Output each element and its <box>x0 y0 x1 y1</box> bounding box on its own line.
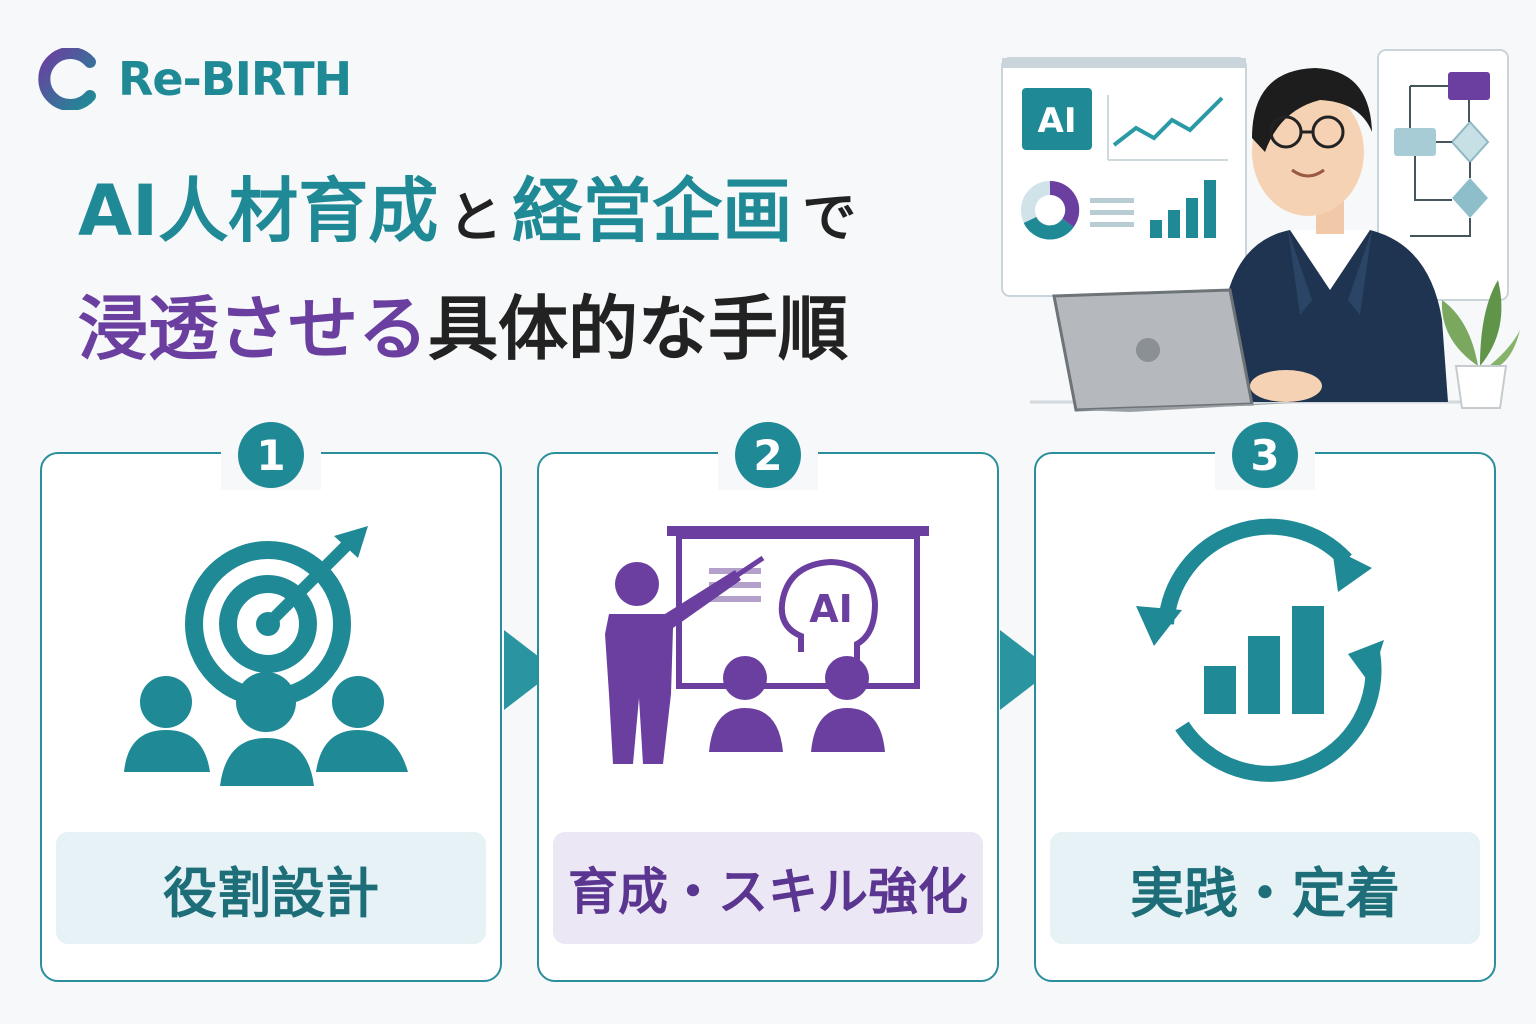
step-label: 育成・スキル強化 <box>553 832 983 944</box>
person-icon <box>1226 68 1448 402</box>
step-label: 実践・定着 <box>1050 832 1480 944</box>
step-number: 2 <box>735 422 801 488</box>
target-team-icon <box>124 526 408 786</box>
page-title: AI人材育成 と 経営企画 で 浸透させる 具体的な手順 <box>78 160 856 374</box>
step-badge: 3 <box>1215 420 1315 490</box>
board-ai-text: AI <box>809 587 853 631</box>
step-number: 3 <box>1232 422 1298 488</box>
title-segment: 浸透させる <box>78 288 428 370</box>
step-badge: 2 <box>718 420 818 490</box>
dashboard-ai-text: AI <box>1038 101 1077 141</box>
laptop-icon <box>1052 288 1322 412</box>
title-segment: 具体的な手順 <box>428 288 848 370</box>
brand-name: Re-BIRTH <box>118 52 352 106</box>
header-illustration: AI <box>1001 49 1520 412</box>
ai-badge-icon <box>1022 88 1092 150</box>
chevron-right-icon <box>504 630 556 710</box>
flowchart-icon <box>1377 49 1509 301</box>
step-card-1: 1 役割設計 <box>40 420 502 982</box>
ai-training-icon: AI <box>605 526 929 764</box>
chevron-right-icon <box>1000 630 1052 710</box>
line-chart-icon <box>1107 95 1228 161</box>
step-card-2: 2 AI 育成・スキル強化 <box>537 420 999 982</box>
rebirth-logo-icon <box>38 48 96 110</box>
step-card-3: 3 実践・定着 <box>1034 420 1496 982</box>
title-line-1: AI人材育成 と 経営企画 で <box>78 160 856 256</box>
brand-logo[interactable]: Re-BIRTH <box>38 48 352 110</box>
step-label: 役割設計 <box>56 832 486 944</box>
cycle-growth-icon <box>1136 518 1384 782</box>
bar-chart-icon <box>1150 180 1216 238</box>
donut-chart-icon <box>1021 180 1080 240</box>
plant-icon <box>1441 280 1520 409</box>
title-segment: 経営企画 <box>512 170 793 252</box>
step-number: 1 <box>238 422 304 488</box>
title-segment: で <box>802 186 857 249</box>
title-segment: AI人材育成 <box>78 170 439 252</box>
dashboard-card: AI <box>1001 57 1247 297</box>
step-badge: 1 <box>221 420 321 490</box>
title-line-2: 浸透させる 具体的な手順 <box>78 278 856 374</box>
title-segment: と <box>448 186 503 249</box>
